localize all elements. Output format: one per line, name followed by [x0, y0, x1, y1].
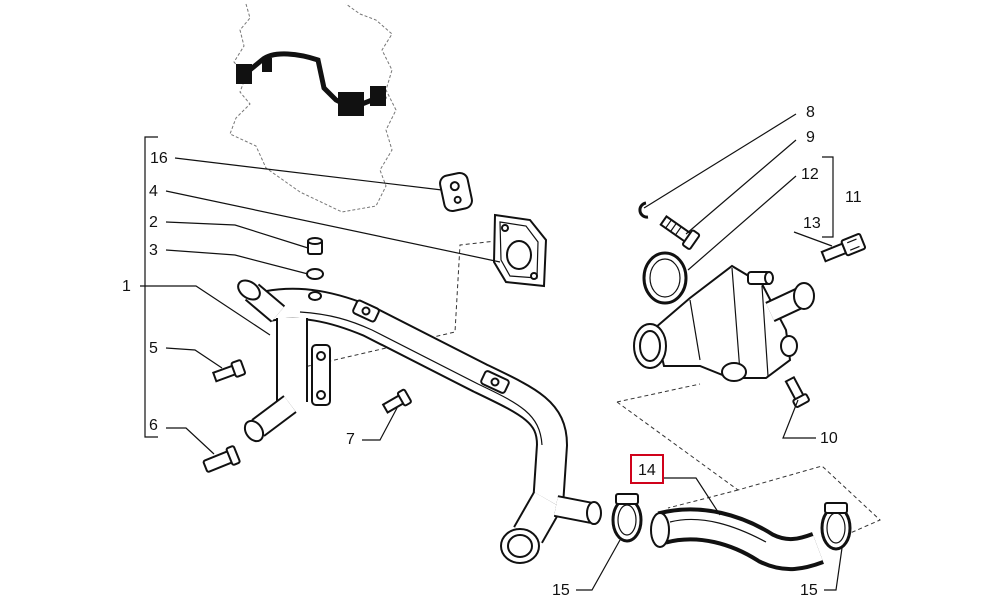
hose-clamp-15-right — [820, 502, 852, 551]
callout-10: 10 — [820, 430, 838, 447]
callout-1: 1 — [122, 278, 131, 295]
callout-5: 5 — [149, 340, 158, 357]
plug-2 — [307, 237, 323, 255]
group-bracket-left — [144, 136, 158, 438]
callout-6: 6 — [149, 417, 158, 434]
callout-4: 4 — [149, 183, 158, 200]
callout-14: 14 — [638, 462, 656, 479]
engine-outline — [229, 3, 397, 213]
bolt-6 — [202, 445, 241, 473]
group-bracket-right — [822, 156, 834, 238]
leader-lines — [140, 113, 843, 591]
highlight-box-14 — [630, 454, 664, 484]
callout-15-left: 15 — [552, 582, 570, 599]
thermostat-housing — [633, 264, 815, 382]
callout-labels: 16 4 2 3 1 5 6 7 8 9 12 11 13 10 14 15 1… — [122, 104, 862, 599]
bolt-7 — [381, 388, 412, 414]
callout-13: 13 — [803, 215, 821, 232]
callout-2: 2 — [149, 214, 158, 231]
gasket-plate-4 — [492, 213, 548, 288]
o-ring-12 — [642, 251, 688, 305]
temperature-sensor-13 — [820, 233, 867, 263]
coolant-pipe — [237, 279, 602, 564]
callout-8: 8 — [806, 104, 815, 121]
hose-14 — [650, 507, 824, 571]
callout-16: 16 — [150, 150, 168, 167]
callout-11: 11 — [845, 189, 862, 206]
callout-12: 12 — [801, 166, 819, 183]
assembly-dashed-lines — [299, 239, 881, 535]
hose-clamp-15-left — [611, 493, 643, 543]
callout-15-right: 15 — [800, 582, 818, 599]
callout-3: 3 — [149, 242, 158, 259]
bolt-5 — [211, 359, 246, 383]
gasket-16 — [439, 171, 473, 213]
callout-9: 9 — [806, 129, 815, 146]
bolt-9 — [659, 215, 701, 250]
callout-7: 7 — [346, 431, 355, 448]
clip-8 — [638, 201, 649, 219]
bolt-10 — [784, 375, 810, 408]
washer-3 — [306, 268, 324, 280]
